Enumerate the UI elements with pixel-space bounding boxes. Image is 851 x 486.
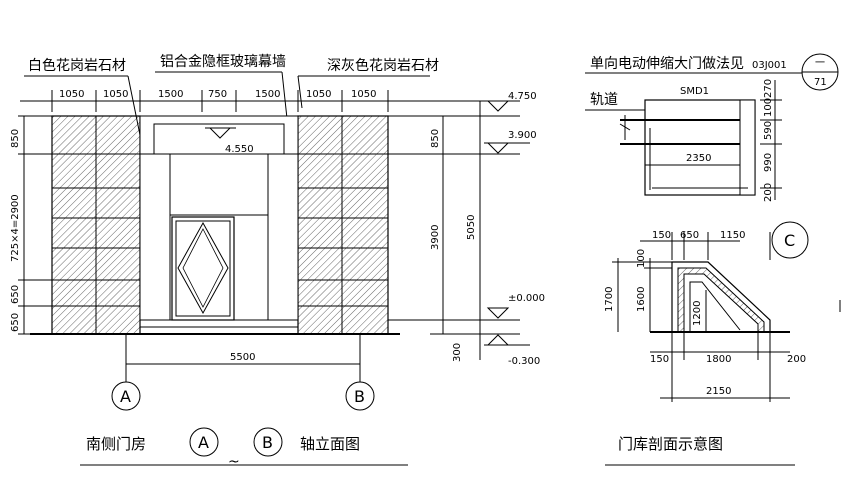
- door-width-dim: 2350: [686, 153, 711, 164]
- section-title: 门库剖面示意图: [618, 435, 723, 453]
- door-model: SMD1: [680, 86, 709, 97]
- door-side-2: 100: [763, 98, 774, 117]
- elevation-title-right: 轴立面图: [300, 435, 360, 453]
- dim-right-4: 300: [452, 343, 463, 362]
- title-axis-a: [189, 427, 219, 457]
- granite-grid: [52, 116, 388, 334]
- sec-left-1: 1700: [604, 287, 615, 312]
- dim-right-3: 5050: [466, 215, 477, 240]
- sec-inner-dim: 1200: [692, 301, 703, 326]
- dim-left-2: 725×4=2900: [10, 194, 21, 262]
- elevation-drawing: 白色花岗岩石材 铝合金隐框玻璃幕墙 深灰色花岗岩石材 1050 1050 150…: [10, 53, 545, 470]
- dim-right-2: 3900: [430, 225, 441, 250]
- dim-top-1: 1050: [59, 89, 84, 100]
- sec-top-1: 150: [652, 230, 671, 241]
- dim-top-4: 750: [208, 89, 227, 100]
- dim-left-1: 850: [10, 129, 21, 148]
- door-detail-code: 03J001: [752, 60, 787, 71]
- elevation-title-tilde: ~: [228, 454, 240, 470]
- dim-right-1: 850: [430, 129, 441, 148]
- door-detail-label: 单向电动伸缩大门做法见: [590, 56, 744, 72]
- door-side-3: 590: [763, 121, 774, 140]
- section-circle-label: C: [784, 231, 795, 250]
- granite-right: [297, 115, 389, 335]
- level-3900: 3.900: [508, 130, 537, 141]
- ref-top: 一: [815, 58, 825, 69]
- axis-b-label: B: [354, 387, 365, 406]
- sec-total-dim: 2150: [706, 386, 731, 397]
- sec-left-3: 1600: [636, 287, 647, 312]
- sec-bottom-2: 1800: [706, 354, 731, 365]
- door-side-4: 990: [763, 153, 774, 172]
- dim-top-2: 1050: [103, 89, 128, 100]
- track-label: 轨道: [590, 92, 618, 108]
- section-detail: C 150 650 1150 1200 1700 100 1600: [604, 221, 841, 466]
- entry-door: [171, 216, 235, 321]
- door-side-1: 270: [763, 79, 774, 98]
- sec-left-2: 100: [636, 249, 647, 268]
- dim-left-3: 650: [10, 285, 21, 304]
- door-detail: 单向电动伸缩大门做法见 03J001 一 71 轨道 SMD1 2350 270…: [585, 53, 839, 202]
- label-curtain-wall: 铝合金隐框玻璃幕墙: [160, 53, 286, 70]
- title-axis-b: [253, 427, 283, 457]
- level-4550: 4.550: [225, 144, 254, 155]
- dim-left-4: 650: [10, 313, 21, 332]
- svg-text:A: A: [198, 433, 209, 452]
- section-circle: [771, 221, 809, 259]
- dim-top-5: 1500: [255, 89, 280, 100]
- level-minus300: -0.300: [508, 356, 540, 367]
- sec-bottom-3: 200: [787, 354, 806, 365]
- axis-a-marker: [111, 381, 141, 411]
- sec-top-3: 1150: [720, 230, 745, 241]
- top-ticks: [51, 90, 389, 112]
- dim-bottom: 5500: [230, 352, 255, 363]
- sec-bottom-1: 150: [650, 354, 669, 365]
- svg-text:B: B: [262, 433, 273, 452]
- dim-top-7: 1050: [351, 89, 376, 100]
- label-white-granite: 白色花岗岩石材: [28, 57, 126, 74]
- door-body: [644, 99, 756, 196]
- level-000: ±0.000: [508, 293, 545, 304]
- door-side-5: 200: [763, 183, 774, 202]
- dim-top-6: 1050: [306, 89, 331, 100]
- sec-top-2: 650: [680, 230, 699, 241]
- section-outer: [671, 261, 771, 332]
- axis-b-marker: [345, 381, 375, 411]
- dim-top-3: 1500: [158, 89, 183, 100]
- ref-bottom: 71: [814, 77, 827, 88]
- elevation-title-left: 南侧门房: [86, 435, 146, 453]
- label-dark-granite: 深灰色花岗岩石材: [327, 57, 439, 74]
- axis-a-label: A: [120, 387, 131, 406]
- level-4750: 4.750: [508, 91, 537, 102]
